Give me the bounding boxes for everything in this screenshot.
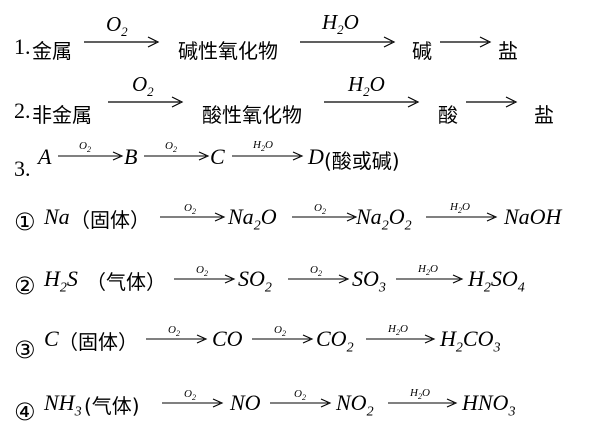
reaction-arrow: [466, 96, 518, 108]
arrow-label-o2: O2: [184, 388, 196, 403]
marker-2: ②: [14, 272, 36, 300]
marker-3: ③: [14, 336, 36, 364]
base-label: 碱: [412, 39, 432, 63]
arrow-label-o2: O2: [310, 264, 322, 279]
example-ammonia: ④ NH3 (气体) O2 NO O2 NO2 H2O HNO3: [0, 386, 606, 426]
arrow-label-o2: O2: [168, 324, 180, 339]
reaction-arrow: [162, 398, 224, 408]
reaction-arrow: [388, 398, 458, 408]
species-no2: NO2: [336, 390, 374, 420]
reaction-arrow: [174, 274, 236, 284]
arrow-label-o2: O2: [274, 324, 286, 339]
line-metal-chain: 1. 金属 O2 碱性氧化物 H2O 碱 盐: [0, 10, 606, 64]
reaction-arrow: [252, 334, 314, 344]
marker-1: ①: [14, 208, 36, 236]
state-gas: (气体): [84, 394, 140, 418]
state-gas: （气体）: [86, 270, 166, 294]
line-general-chain: 3. A O2 B O2 C H2O D (酸或碱): [0, 139, 606, 182]
state-solid: （固体）: [70, 208, 150, 232]
arrow-label-o2: O2: [132, 72, 154, 100]
reaction-arrow: [300, 36, 396, 48]
salt-label: 盐: [534, 103, 554, 127]
species-a: A: [38, 144, 52, 169]
reaction-arrow: [58, 151, 124, 161]
nonmetal-label: 非金属: [32, 103, 92, 127]
reaction-arrow: [108, 96, 184, 108]
arrow-label-h2o: H2O: [253, 139, 273, 154]
species-c: C: [210, 144, 225, 169]
species-h2s: H2S: [44, 266, 78, 296]
species-so2: SO2: [238, 266, 272, 296]
metal-label: 金属: [32, 39, 72, 63]
line-number: 1.: [14, 34, 31, 59]
species-na2o2: Na2O2: [356, 204, 412, 234]
arrow-label-o2: O2: [165, 140, 177, 155]
arrow-label-h2o: H2O: [410, 387, 430, 402]
line-number: 3.: [14, 156, 31, 181]
arrow-label-h2o: H2O: [322, 10, 359, 38]
arrow-label-h2o: H2O: [418, 263, 438, 278]
reaction-arrow: [84, 36, 160, 48]
state-solid: （固体）: [58, 330, 138, 354]
reaction-arrow: [144, 151, 210, 161]
example-hydrogen-sulfide: ② H2S （气体） O2 SO2 O2 SO3 H2O H2SO4: [0, 260, 606, 300]
reaction-arrow: [232, 151, 304, 161]
arrow-label-h2o: H2O: [388, 323, 408, 338]
line-nonmetal-chain: 2. 非金属 O2 酸性氧化物 H2O 酸 盐: [0, 72, 606, 128]
species-no: NO: [230, 390, 261, 415]
arrow-label-h2o: H2O: [348, 72, 385, 100]
reaction-arrow: [146, 334, 208, 344]
reaction-arrow: [440, 36, 492, 48]
arrow-label-h2o: H2O: [450, 201, 470, 216]
species-nh3: NH3: [44, 390, 82, 420]
reaction-arrow: [324, 96, 420, 108]
acid-label: 酸: [438, 103, 458, 127]
arrow-label-o2: O2: [196, 264, 208, 279]
species-co: CO: [212, 326, 243, 351]
species-b: B: [124, 144, 138, 169]
species-h2co3: H2CO3: [440, 326, 501, 356]
species-d: D: [308, 144, 324, 169]
reaction-arrow: [396, 274, 464, 284]
species-naoh: NaOH: [504, 204, 562, 229]
salt-label: 盐: [498, 39, 518, 63]
species-co2: CO2: [316, 326, 354, 356]
species-so3: SO3: [352, 266, 386, 296]
arrow-label-o2: O2: [79, 140, 91, 155]
acidic-oxide-label: 酸性氧化物: [202, 103, 302, 127]
species-c: C: [44, 326, 59, 351]
reaction-arrow: [288, 274, 350, 284]
acid-or-base-note: (酸或碱): [324, 149, 400, 173]
reaction-arrow: [366, 334, 436, 344]
marker-4: ④: [14, 398, 36, 426]
reaction-arrow: [270, 398, 332, 408]
reaction-arrow: [292, 212, 358, 222]
basic-oxide-label: 碱性氧化物: [178, 39, 278, 63]
species-h2so4: H2SO4: [468, 266, 525, 296]
example-sodium: ① Na （固体） O2 Na2O O2 Na2O2 H2O NaOH: [0, 198, 606, 238]
line-number: 2.: [14, 98, 31, 123]
reaction-arrow: [426, 212, 498, 222]
arrow-label-o2: O2: [106, 12, 128, 40]
example-carbon: ③ C （固体） O2 CO O2 CO2 H2O H2CO3: [0, 323, 606, 364]
species-hno3: HNO3: [462, 390, 516, 420]
arrow-label-o2: O2: [294, 388, 306, 403]
arrow-label-o2: O2: [184, 202, 196, 217]
species-na: Na: [44, 204, 70, 229]
arrow-label-o2: O2: [314, 202, 326, 217]
reaction-arrow: [160, 212, 226, 222]
species-na2o: Na2O: [228, 204, 277, 234]
